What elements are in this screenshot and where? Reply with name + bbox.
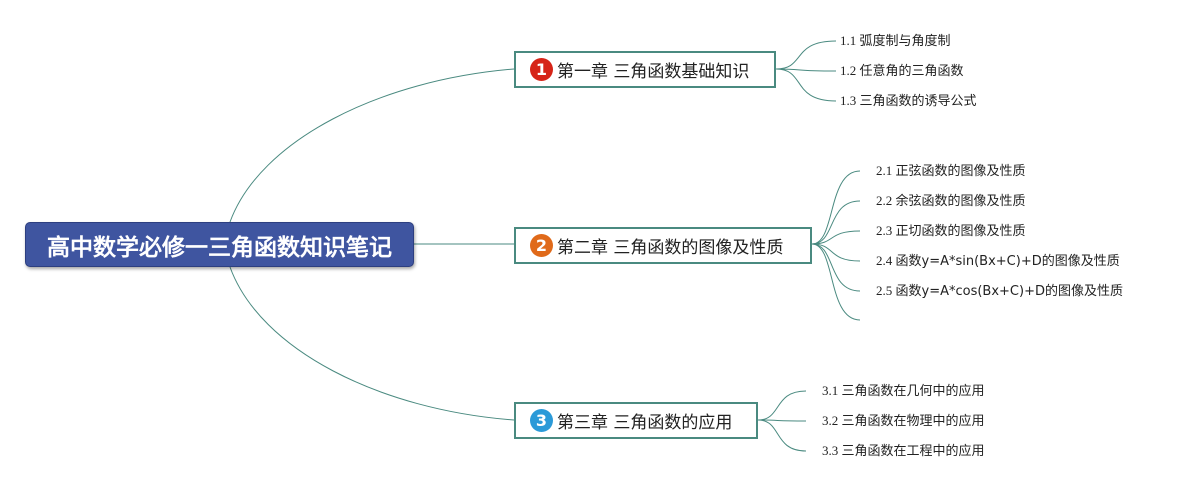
- connector-chapter-2-branch-1: [811, 170, 861, 245]
- connector-chapter-2-branch-2: [811, 200, 861, 245]
- section-3-1[interactable]: 3.1 三角函数在几何中的应用: [822, 383, 985, 400]
- section-title: 弧度制与角度制: [859, 34, 951, 49]
- section-2-2[interactable]: 2.2 余弦函数的图像及性质: [876, 193, 1026, 210]
- chapter-2-title: 第二章 三角函数的图像及性质: [557, 238, 784, 258]
- section-number: 2.2: [876, 193, 893, 208]
- connector-chapter-3-branch-3: [757, 419, 807, 452]
- section-number: 1.3: [840, 93, 857, 108]
- section-number: 3.1: [822, 383, 839, 398]
- section-number: 2.3: [876, 223, 893, 238]
- number-2-badge-icon: 2: [530, 234, 553, 257]
- connector-chapter-2-branch-5: [811, 243, 861, 292]
- section-number: 3.2: [822, 413, 839, 428]
- connector-chapter-2-branch-4: [811, 243, 861, 262]
- connector-chapter-1-branch-2: [775, 68, 837, 72]
- chapter-3-topic[interactable]: 3 第三章 三角函数的应用: [514, 402, 758, 439]
- section-title: 三角函数在物理中的应用: [841, 414, 985, 429]
- section-number: 1.2: [840, 63, 857, 78]
- connector-root-chapter-3: [229, 266, 515, 421]
- number-3-badge-icon: 3: [530, 409, 553, 432]
- chapter-1-title: 第一章 三角函数基础知识: [557, 62, 750, 82]
- section-3-2[interactable]: 3.2 三角函数在物理中的应用: [822, 413, 985, 430]
- section-number: 3.3: [822, 443, 839, 458]
- section-number: 1.1: [840, 33, 857, 48]
- root-title: 高中数学必修一三角函数知识笔记: [47, 234, 392, 261]
- section-title: 三角函数在工程中的应用: [841, 444, 985, 459]
- chapter-2-topic[interactable]: 2 第二章 三角函数的图像及性质: [514, 227, 812, 264]
- section-number: 2.5: [876, 283, 893, 298]
- section-2-3[interactable]: 2.3 正切函数的图像及性质: [876, 223, 1026, 240]
- section-title: 正弦函数的图像及性质: [895, 164, 1026, 179]
- connector-chapter-3-branch-2: [757, 419, 807, 422]
- section-1-3[interactable]: 1.3 三角函数的诱导公式: [840, 93, 977, 110]
- section-title: 正切函数的图像及性质: [895, 224, 1026, 239]
- number-1-badge-icon: 1: [530, 58, 553, 81]
- section-title: 任意角的三角函数: [859, 64, 964, 79]
- section-1-2[interactable]: 1.2 任意角的三角函数: [840, 63, 964, 80]
- section-number: 2.4: [876, 253, 893, 268]
- section-number: 2.1: [876, 163, 893, 178]
- root-topic[interactable]: 高中数学必修一三角函数知识笔记: [25, 222, 414, 267]
- chapter-3-title: 第三章 三角函数的应用: [557, 413, 733, 433]
- section-2-4[interactable]: 2.4 函数y=A*sin(Bx+C)+D的图像及性质: [876, 253, 1120, 270]
- connector-chapter-1-branch-1: [775, 40, 837, 70]
- section-title: 余弦函数的图像及性质: [895, 194, 1026, 209]
- section-1-1[interactable]: 1.1 弧度制与角度制: [840, 33, 951, 50]
- section-3-3[interactable]: 3.3 三角函数在工程中的应用: [822, 443, 985, 460]
- connector-chapter-1-branch-3: [775, 68, 837, 102]
- section-title: 函数y=A*cos(Bx+C)+D的图像及性质: [895, 284, 1123, 299]
- chapter-1-topic[interactable]: 1 第一章 三角函数基础知识: [514, 51, 776, 88]
- connector-chapter-2-branch-6: [811, 243, 861, 321]
- connector-chapter-3-branch-1: [757, 390, 807, 421]
- section-2-5[interactable]: 2.5 函数y=A*cos(Bx+C)+D的图像及性质: [876, 283, 1123, 300]
- section-title: 三角函数的诱导公式: [859, 94, 977, 109]
- connector-root-chapter-1: [229, 68, 515, 223]
- section-title: 三角函数在几何中的应用: [841, 384, 985, 399]
- section-title: 函数y=A*sin(Bx+C)+D的图像及性质: [895, 254, 1120, 269]
- connector-chapter-2-branch-3: [811, 230, 861, 245]
- section-2-1[interactable]: 2.1 正弦函数的图像及性质: [876, 163, 1026, 180]
